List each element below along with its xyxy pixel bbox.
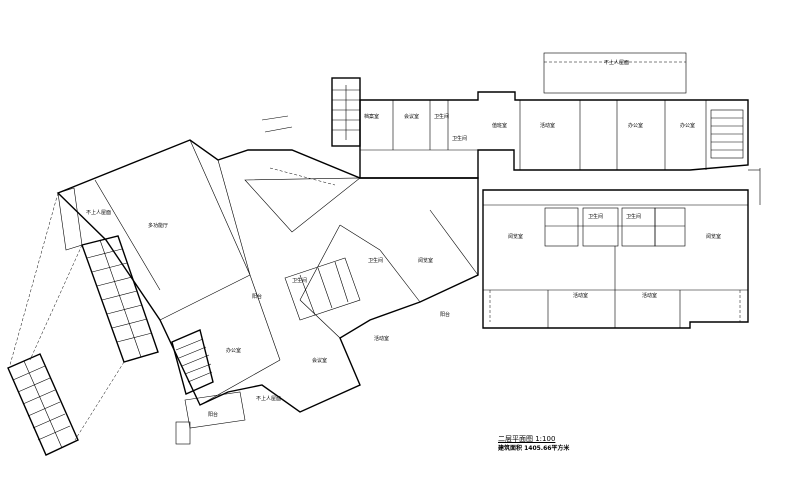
room-label: 会议室 [312,357,327,364]
room-label: 阳台 [208,411,218,418]
left-wing [56,139,479,445]
drawing-title: 二层平面图 1:100 [498,435,556,443]
right-wing-lower [482,168,761,329]
room-label: 值班室 [492,122,507,129]
room-label: 多功能厅 [148,222,168,229]
room-label: 卫生间 [292,277,307,284]
room-label: 办公室 [226,347,241,354]
room-label: 活动室 [642,292,657,299]
room-label: 阅览室 [706,233,721,240]
room-label: 会议室 [404,113,419,120]
room-label: 办公室 [680,122,695,129]
room-label: 阅览室 [418,257,433,264]
room-label: 阳台 [252,293,262,300]
room-label: 阳台 [440,311,450,318]
planter-grid [7,115,293,456]
room-label: 不上人屋面 [256,395,281,402]
room-label: 办公室 [628,122,643,129]
room-label: 卫生间 [434,113,449,120]
room-label: 不上人屋面 [604,59,629,66]
room-label: 卫生间 [588,213,603,220]
room-label: 卫生间 [452,135,467,142]
room-label: 档案室 [364,113,379,120]
room-label: 活动室 [540,122,555,129]
drawing-subtitle: 建筑面积 1405.66平方米 [498,445,570,453]
drawing-title-block: 二层平面图 1:100 建筑面积 1405.66平方米 [498,435,569,454]
room-label: 阅览室 [508,233,523,240]
right-wing-upper [331,52,749,179]
room-label: 活动室 [573,292,588,299]
room-label: 不上人屋面 [86,209,111,216]
room-label: 卫生间 [368,257,383,264]
room-labels: 不上人屋面 活动室 办公室 办公室 值班室 卫生间 卫生间 档案室 会议室 卫生… [86,59,721,418]
room-label: 活动室 [374,335,389,342]
room-label: 卫生间 [626,213,641,220]
